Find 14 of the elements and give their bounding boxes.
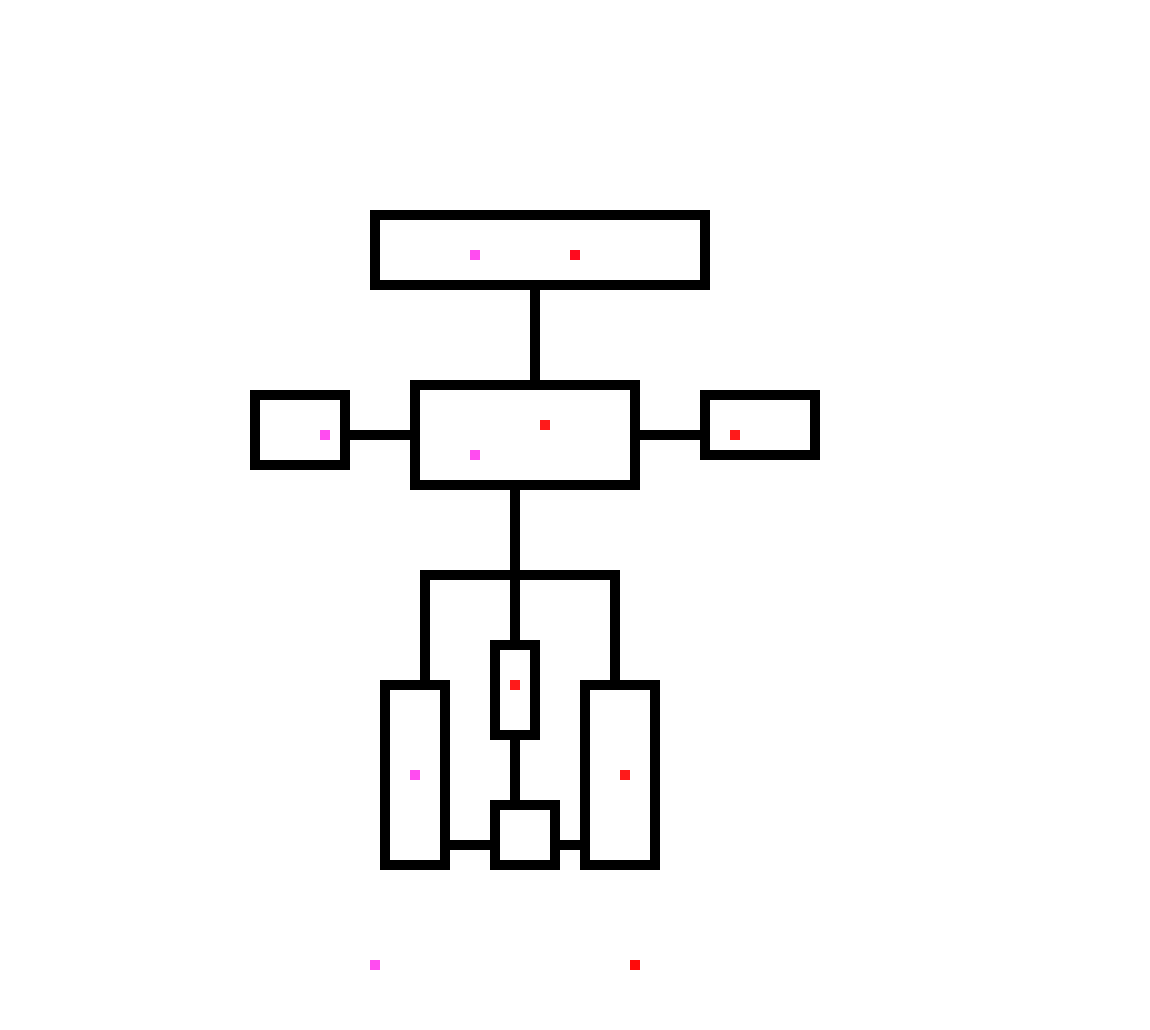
outlined-box — [410, 380, 640, 490]
outlined-box — [250, 390, 350, 470]
outlined-box — [490, 640, 540, 740]
connector-line — [450, 840, 490, 850]
outlined-box — [490, 800, 560, 870]
connector-line — [560, 840, 580, 850]
connector-line — [510, 740, 520, 800]
connector-line — [530, 290, 540, 380]
outlined-box — [380, 680, 450, 870]
outlined-box — [370, 210, 710, 290]
outlined-box — [700, 390, 820, 460]
connector-line — [640, 430, 700, 440]
outlined-box — [580, 680, 660, 870]
connector-line — [350, 430, 410, 440]
